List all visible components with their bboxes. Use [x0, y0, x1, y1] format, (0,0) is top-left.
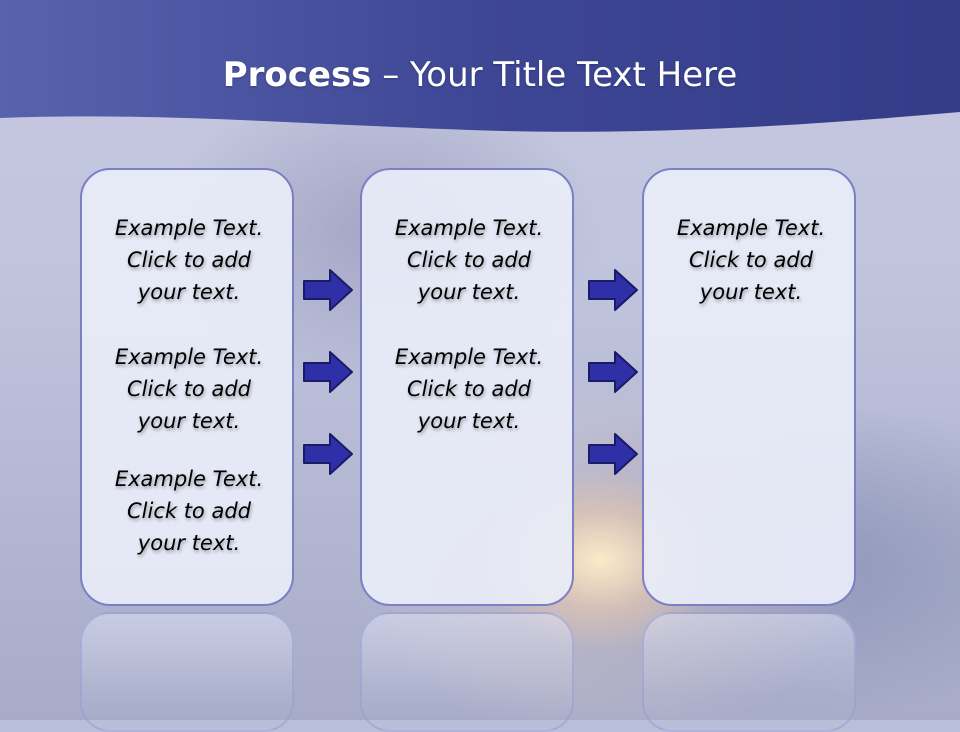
text-line: your text. — [699, 280, 803, 304]
text-placeholder[interactable]: Example Text. Click to add your text. — [362, 212, 576, 308]
text-line: Click to add — [126, 248, 251, 272]
right-arrow-icon — [303, 269, 353, 311]
text-line: Example Text. — [114, 467, 264, 491]
process-column-3[interactable]: Example Text. Click to add your text. — [642, 168, 856, 606]
panel-reflection — [80, 612, 294, 732]
text-placeholder[interactable]: Example Text. Click to add your text. — [82, 212, 296, 308]
text-line: Example Text. — [114, 216, 264, 240]
text-line: your text. — [137, 280, 241, 304]
slide-title[interactable]: Process – Your Title Text Here — [0, 52, 960, 98]
text-line: your text. — [417, 280, 521, 304]
right-arrow-icon — [303, 433, 353, 475]
text-line: Click to add — [406, 248, 531, 272]
right-arrow-icon — [588, 351, 638, 393]
panel-reflection — [360, 612, 574, 732]
text-placeholder[interactable]: Example Text. Click to add your text. — [82, 463, 296, 559]
text-placeholder[interactable]: Example Text. Click to add your text. — [644, 212, 858, 308]
text-placeholder[interactable]: Example Text. Click to add your text. — [362, 341, 576, 437]
text-line: Example Text. — [394, 345, 544, 369]
title-banner — [0, 0, 960, 132]
panel-reflection — [642, 612, 856, 732]
text-line: Example Text. — [114, 345, 264, 369]
process-column-1[interactable]: Example Text. Click to add your text. Ex… — [80, 168, 294, 606]
process-column-2[interactable]: Example Text. Click to add your text. Ex… — [360, 168, 574, 606]
title-rest-text: – Your Title Text Here — [371, 55, 738, 95]
text-line: your text. — [137, 531, 241, 555]
right-arrow-icon — [588, 269, 638, 311]
text-line: your text. — [137, 409, 241, 433]
title-bold-text: Process — [222, 55, 372, 95]
text-line: Example Text. — [676, 216, 826, 240]
text-placeholder[interactable]: Example Text. Click to add your text. — [82, 341, 296, 437]
right-arrow-icon — [588, 433, 638, 475]
text-line: Click to add — [688, 248, 813, 272]
right-arrow-icon — [303, 351, 353, 393]
text-line: Click to add — [406, 377, 531, 401]
text-line: Example Text. — [394, 216, 544, 240]
text-line: Click to add — [126, 499, 251, 523]
text-line: your text. — [417, 409, 521, 433]
text-line: Click to add — [126, 377, 251, 401]
